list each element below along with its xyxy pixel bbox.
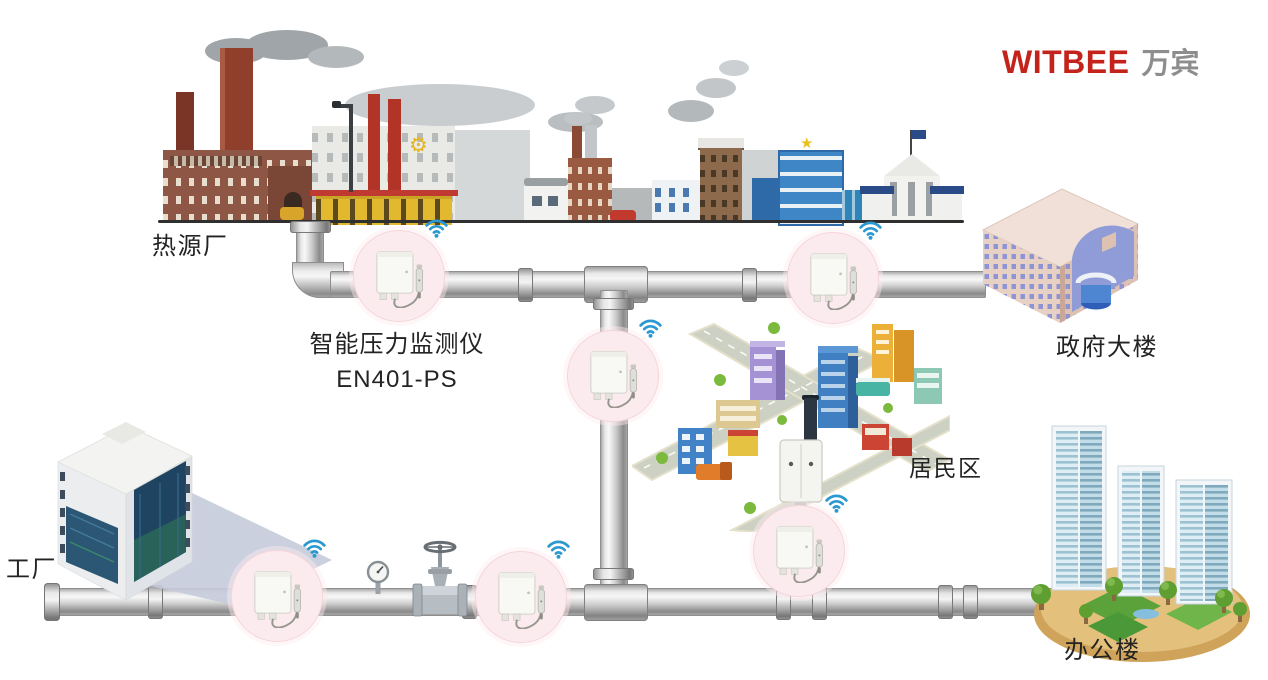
pressure-monitor-device xyxy=(765,515,829,583)
pressure-sensor-node-5 xyxy=(231,550,321,642)
house-window xyxy=(532,196,542,206)
red-beam xyxy=(310,190,458,196)
label-government-building: 政府大楼 xyxy=(1056,334,1158,361)
label-office-building: 办公楼 xyxy=(1064,637,1141,664)
star-icon: ★ xyxy=(800,135,814,152)
brand-wordmark: WITBEE xyxy=(1002,44,1130,80)
brand-logo: WITBEE 万宾 xyxy=(1002,40,1199,82)
factory-chimney xyxy=(176,92,194,156)
pipe-coupling xyxy=(742,268,757,302)
wifi-icon xyxy=(637,316,664,339)
lamp-post xyxy=(349,108,353,192)
courthouse-wing xyxy=(932,194,962,222)
brand-chinese-name: 万宾 xyxy=(1141,48,1200,80)
red-chimney xyxy=(368,94,380,192)
label-device-model: EN401-PS xyxy=(336,366,458,393)
gear-icon: ⚙ xyxy=(409,134,428,157)
wifi-icon xyxy=(423,216,450,239)
wing-roof xyxy=(860,186,894,194)
pipe-coupling xyxy=(148,585,163,619)
house-roof xyxy=(524,178,568,186)
blue-office-wing xyxy=(752,178,778,222)
pipe-coupling xyxy=(518,268,533,302)
pressure-sensor-node-4 xyxy=(753,505,843,597)
pipe-collar xyxy=(290,221,331,233)
label-heat-source-plant: 热源厂 xyxy=(152,233,229,260)
blue-white-building xyxy=(652,180,700,222)
smoke-cloud xyxy=(308,46,364,68)
white-house xyxy=(524,186,568,222)
pipe-coupling xyxy=(938,585,953,619)
label-residential-area: 居民区 xyxy=(909,455,983,481)
factory-chimney xyxy=(220,48,253,154)
smoke-cloud xyxy=(668,100,714,122)
office-towers-illustration xyxy=(1026,416,1258,668)
residential-area-illustration xyxy=(632,316,950,532)
house-window xyxy=(548,196,558,206)
pipe-collar xyxy=(593,568,634,580)
wifi-icon xyxy=(301,536,328,559)
pipe-collar xyxy=(593,298,634,310)
city-skyline-illustration: ⚙ ★ xyxy=(0,0,1268,232)
wifi-icon xyxy=(857,218,884,241)
red-chimney xyxy=(388,99,401,192)
label-device: 智能压力监测仪 EN401-PS xyxy=(272,327,522,397)
window-band xyxy=(655,203,697,212)
flag-pole xyxy=(910,130,912,156)
lamp-arm xyxy=(336,104,353,108)
pressure-monitor-device xyxy=(579,340,643,408)
wing-roof xyxy=(930,186,964,194)
courthouse-wing xyxy=(862,194,892,222)
pressure-monitor-device xyxy=(487,561,551,629)
mini-factory-chimney xyxy=(572,126,582,160)
government-building-illustration xyxy=(974,182,1146,324)
label-factory: 工厂 xyxy=(6,556,57,583)
pressure-monitor-device xyxy=(243,560,307,628)
pressure-monitor-device xyxy=(799,242,863,310)
mini-brick-factory xyxy=(568,158,612,222)
pressure-sensor-node-6 xyxy=(475,551,565,643)
smoke-cloud xyxy=(696,78,736,98)
pressure-sensor-node-2 xyxy=(787,232,877,324)
wifi-icon xyxy=(545,537,572,560)
smoke-cloud xyxy=(719,60,749,76)
courthouse-columns xyxy=(890,182,934,216)
blue-office-tower xyxy=(778,150,844,226)
smoke-cloud xyxy=(575,96,615,114)
window-band xyxy=(655,188,697,197)
yellow-car xyxy=(280,207,304,220)
smoke-cloud xyxy=(564,112,592,125)
brown-apartment-tower xyxy=(700,148,742,222)
pipe-end-cap xyxy=(44,583,60,621)
pressure-sensor-node-1 xyxy=(353,230,443,322)
lamp-head xyxy=(332,101,341,108)
label-device-name: 智能压力监测仪 xyxy=(309,331,485,358)
pressure-sensor-node-3 xyxy=(567,330,657,422)
pipe-tee-bottom xyxy=(584,584,648,621)
pressure-gauge xyxy=(364,560,392,598)
factory-sign-strip xyxy=(170,156,262,166)
red-car xyxy=(610,210,636,222)
skyline-ground-line xyxy=(158,220,964,223)
flag xyxy=(912,130,926,139)
pediment xyxy=(884,154,940,176)
gate-valve xyxy=(408,534,472,620)
wifi-icon xyxy=(823,491,850,514)
pressure-monitor-device xyxy=(365,240,429,308)
pipe-coupling xyxy=(963,585,978,619)
